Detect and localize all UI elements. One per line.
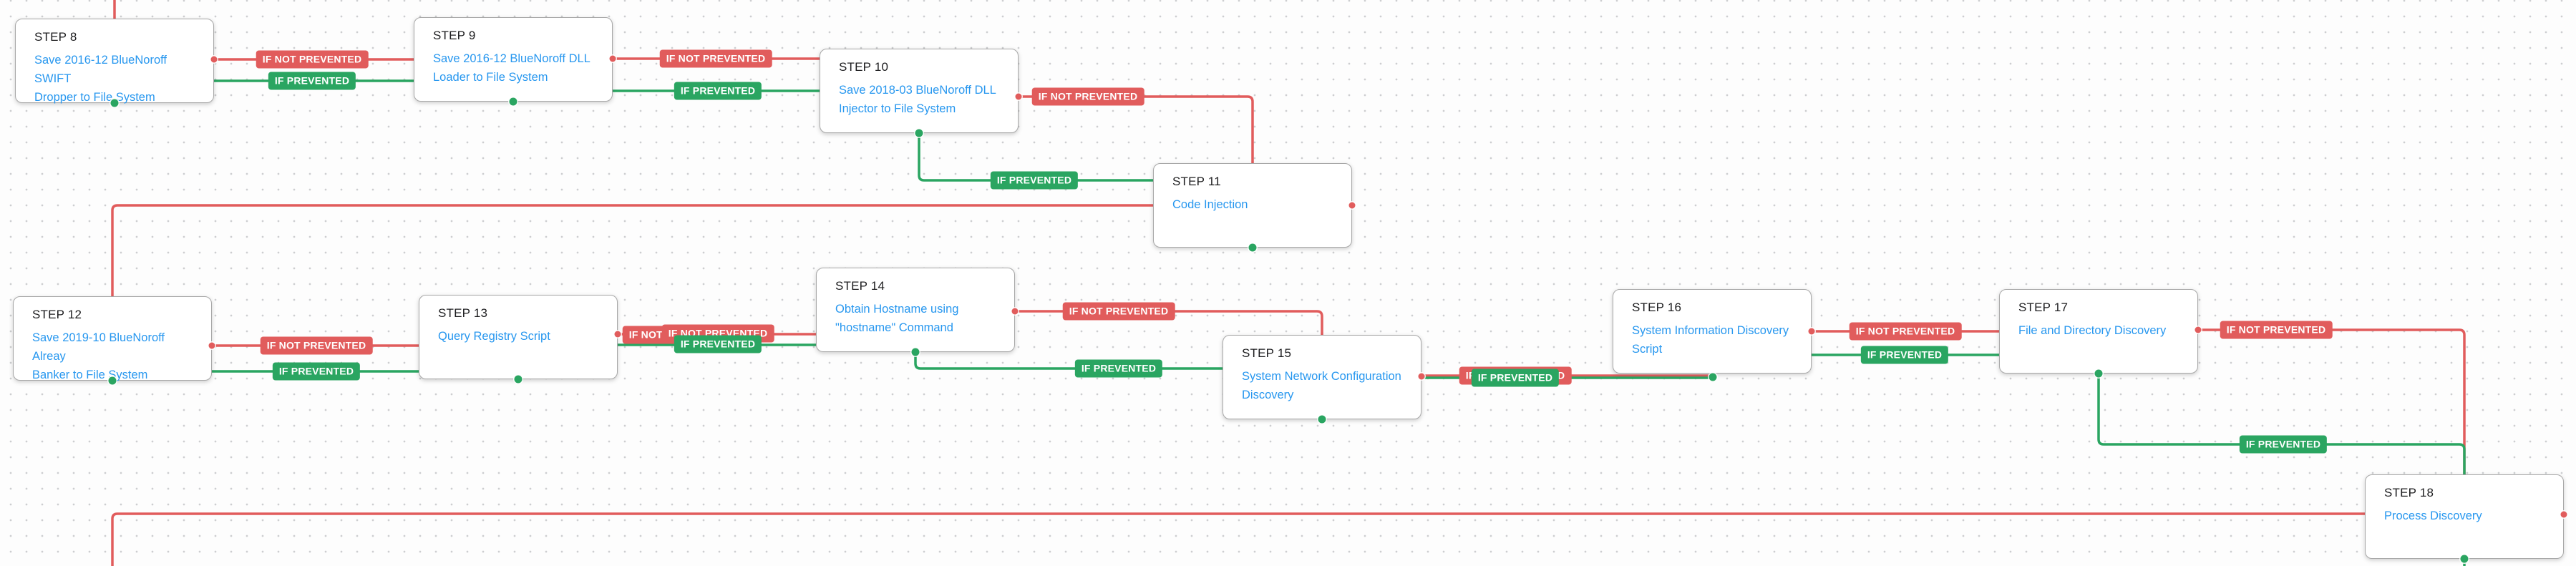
green-port-dot xyxy=(911,348,920,356)
step-description: Code Injection xyxy=(1172,198,1248,211)
green-port-dot xyxy=(1709,373,1717,381)
step-node-step-18[interactable]: STEP 18 Process Discovery xyxy=(2365,474,2564,559)
step-title: STEP 18 xyxy=(2384,486,2434,499)
step-node-step-8[interactable]: STEP 8 Save 2016-12 BlueNoroff SWIFT Drop… xyxy=(15,19,214,104)
edge-label-if-not-prevented: IF NOT PREVENTED xyxy=(256,50,369,69)
step-title: STEP 9 xyxy=(433,29,476,42)
step-title: STEP 17 xyxy=(2018,301,2069,314)
step-node-step-13[interactable]: STEP 13 Query Registry Script xyxy=(419,295,618,379)
green-port-dot xyxy=(110,99,119,107)
step-description: System Information Discovery Script xyxy=(1632,324,1789,356)
step-description: Obtain Hostname using "hostname" Command xyxy=(835,303,959,334)
step-title: STEP 15 xyxy=(1242,346,1292,360)
step-node-step-11[interactable]: STEP 11 Code Injection xyxy=(1153,163,1352,248)
edge-step10-step11-if-not-prevented xyxy=(1019,95,1254,163)
step-node-step-16[interactable]: STEP 16 System Information Discovery Scri… xyxy=(1613,289,1812,374)
step-description: Process Discovery xyxy=(2384,509,2482,522)
step-node-step-10[interactable]: STEP 10 Save 2018-03 BlueNoroff DLL Injec… xyxy=(820,49,1019,133)
step-node-step-15[interactable]: STEP 15 System Network Configuration Disc… xyxy=(1223,335,1421,419)
step-node-step-17[interactable]: STEP 17 File and Directory Discovery xyxy=(1999,289,2198,374)
step-node-step-9[interactable]: STEP 9 Save 2016-12 BlueNoroff DLL Loader… xyxy=(414,17,613,102)
red-port-dot xyxy=(2560,511,2567,518)
green-port-dot xyxy=(509,97,517,106)
edge-label-if-not-prevented: IF NOT PREVENTED xyxy=(1031,87,1144,106)
step-title: STEP 14 xyxy=(835,279,885,293)
red-port-dot xyxy=(1011,308,1019,315)
step-title: STEP 8 xyxy=(34,30,77,44)
edge-label-if-prevented: IF PREVENTED xyxy=(674,335,762,353)
edge-label-if-prevented: IF PREVENTED xyxy=(1074,359,1163,378)
edge-step14-step15-if-not-prevented xyxy=(1015,310,1323,335)
green-port-dot xyxy=(2094,369,2103,378)
red-port-dot xyxy=(1348,202,1356,209)
edge-step11-step12-if-not-prevented xyxy=(111,204,1153,296)
red-port-dot xyxy=(1418,373,1425,380)
step-description: Save 2018-03 BlueNoroff DLL Injector to … xyxy=(839,84,996,115)
edge-label-if-not-prevented: IF NOT PREVENTED xyxy=(1849,322,1962,341)
edge-step17-step18-if-prevented xyxy=(2097,374,2466,474)
edge-label-if-not-prevented: IF NOT PREVENTED xyxy=(1062,302,1175,321)
red-port-dot xyxy=(210,56,218,63)
step-title: STEP 16 xyxy=(1632,301,1682,314)
edge-label-if-prevented: IF PREVENTED xyxy=(1471,369,1560,387)
edge-label-if-not-prevented: IF NOT PREVENTED xyxy=(659,49,772,68)
green-port-dot xyxy=(108,376,117,385)
step-title: STEP 12 xyxy=(32,308,82,321)
step-description: File and Directory Discovery xyxy=(2018,324,2167,337)
step-node-step-12[interactable]: STEP 12 Save 2019-10 BlueNoroff Alreay Ba… xyxy=(13,296,212,381)
step-description: Save 2016-12 BlueNoroff DLL Loader to Fi… xyxy=(433,52,590,84)
red-port-dot xyxy=(614,331,621,338)
red-port-dot xyxy=(1015,93,1022,100)
green-port-dot xyxy=(915,129,923,137)
red-port-dot xyxy=(1808,328,1815,335)
edge-label-if-not-prevented: IF NOT PREVENTED xyxy=(2220,321,2333,339)
edge-step14-step15-if-prevented xyxy=(914,352,1223,370)
step-description: Save 2016-12 BlueNoroff SWIFT Dropper to… xyxy=(34,54,167,104)
red-port-dot xyxy=(2195,326,2202,333)
green-port-dot xyxy=(1248,243,1257,252)
step-description: System Network Configuration Discovery xyxy=(1242,370,1401,401)
green-port-dot xyxy=(514,375,523,384)
edge-label-if-prevented: IF PREVENTED xyxy=(674,82,762,100)
edge-label-if-prevented: IF PREVENTED xyxy=(268,72,356,90)
edge-label-if-prevented: IF PREVENTED xyxy=(272,362,361,381)
red-port-dot xyxy=(609,55,616,62)
step-title: STEP 11 xyxy=(1172,175,1221,188)
step-title: STEP 13 xyxy=(438,306,488,320)
green-port-dot xyxy=(2460,555,2469,563)
step-description: Save 2019-10 BlueNoroff Alreay Banker to… xyxy=(32,331,165,381)
edge-label-if-not-prevented: IF NOT PREVENTED xyxy=(260,336,373,355)
edge-label-if-prevented: IF PREVENTED xyxy=(1860,346,1949,364)
red-port-dot xyxy=(208,342,215,349)
step-description: Query Registry Script xyxy=(438,330,550,343)
edge-step10-step11-if-prevented xyxy=(918,133,1153,182)
step-title: STEP 10 xyxy=(839,60,889,74)
green-port-dot xyxy=(1318,415,1326,424)
edge-label-if-prevented: IF PREVENTED xyxy=(2239,435,2328,454)
step-node-step-14[interactable]: STEP 14 Obtain Hostname using "hostname" … xyxy=(816,268,1015,352)
edge-label-if-prevented: IF PREVENTED xyxy=(990,171,1079,190)
